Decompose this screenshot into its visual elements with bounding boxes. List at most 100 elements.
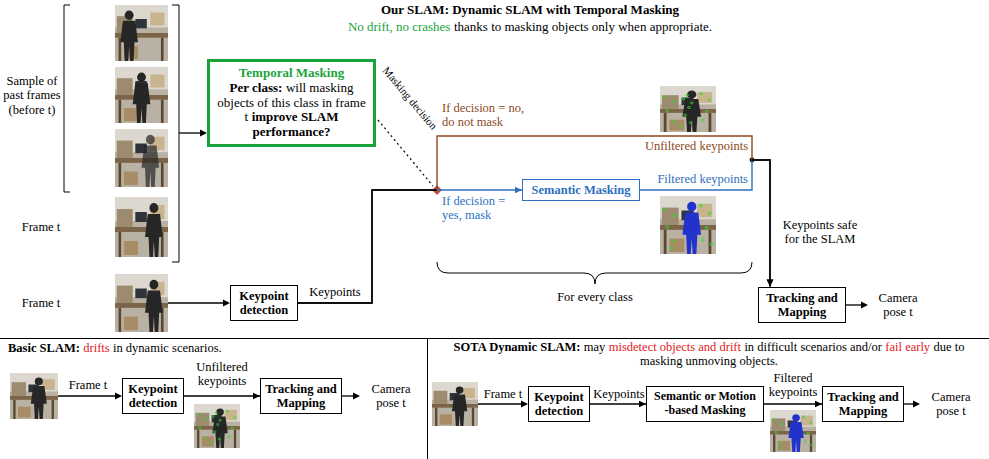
arrow-line: [168, 302, 224, 303]
person: [452, 386, 467, 426]
scene: [660, 86, 716, 132]
keypoints: [197, 410, 236, 443]
annotation-text: may: [584, 340, 606, 354]
arrow-head: [861, 302, 868, 309]
scene: [115, 5, 168, 61]
person: [145, 203, 163, 257]
video-frame: [115, 5, 168, 61]
bracket: [172, 5, 179, 262]
connector-line: [184, 395, 260, 396]
annotation-text: Basic SLAM:: [8, 341, 80, 355]
box-text: Keypoint detection: [127, 382, 179, 411]
arrow-head: [115, 393, 122, 400]
connector: [764, 401, 822, 408]
process-box: Semantic Masking: [522, 179, 640, 201]
video-frame: [115, 129, 168, 187]
person: [142, 135, 160, 187]
annotation-text: Frame t: [480, 387, 526, 401]
scene: [194, 404, 240, 448]
separator: [427, 338, 428, 459]
keypoints: [663, 93, 710, 127]
arrow-line: [846, 304, 862, 305]
box-body: Per class:will masking objects of this c…: [216, 81, 367, 141]
process-box: Tracking and Mapping: [758, 287, 846, 324]
connector: [590, 401, 646, 408]
annotation-text: in dynamic scenarios.: [113, 341, 222, 355]
scene: [10, 373, 58, 419]
mask: [682, 202, 701, 254]
annotation-text: Masking decision: [380, 64, 440, 132]
person: [682, 91, 701, 132]
edge-label: Unfiltered keypoints: [186, 360, 258, 389]
scene: [432, 382, 478, 426]
process-box: Keypoint detection: [528, 386, 590, 423]
box-text: Per class:: [230, 80, 283, 95]
connector-line: [590, 403, 646, 404]
scene: [115, 129, 168, 187]
connector-line: [298, 190, 437, 303]
person: [212, 408, 227, 448]
connector-line: [640, 160, 752, 190]
annotation-text: Frame t: [62, 378, 114, 392]
connector-line: [437, 189, 522, 190]
process-box: Tracking and Mapping: [822, 386, 904, 423]
brace: [437, 262, 752, 284]
keypoints: [663, 204, 712, 249]
arrow-head: [767, 280, 774, 287]
text-line: SOTA Dynamic SLAM:maymisdetect objects a…: [434, 340, 984, 369]
scene: [770, 410, 816, 452]
annotation-text: misdetect objects and drift: [609, 340, 741, 354]
connector-line: [298, 190, 437, 303]
scene: [115, 67, 168, 123]
connector: [640, 160, 773, 287]
box-text: Tracking and Mapping: [763, 291, 841, 320]
box-text: Keypoint detection: [235, 289, 293, 318]
box-text: Tracking and Mapping: [827, 390, 899, 419]
annotation-text: For every class: [540, 290, 650, 304]
annotation-text: No drift, no crashes: [348, 19, 451, 34]
process-box: Semantic or Motion -based Masking: [646, 386, 764, 422]
annotation-text: If decision = yes, mask: [442, 194, 520, 223]
connector: [298, 187, 522, 303]
process-box: Keypoint detection: [230, 285, 298, 322]
arrow-line: [179, 132, 201, 133]
annotation-text: Camera pose t: [362, 382, 420, 411]
box-text: Tracking and Mapping: [265, 382, 337, 411]
edge-label: Filtered keypoints: [766, 371, 820, 400]
person: [145, 280, 163, 332]
bracket: [64, 5, 70, 192]
annotation-text: SOTA Dynamic SLAM:: [454, 340, 581, 354]
diagram-title: Our SLAM: Dynamic SLAM with Temporal Mas…: [230, 3, 830, 18]
annotation-text: drifts: [83, 341, 109, 355]
process-box: Keypoint detection: [122, 378, 184, 415]
arrow-line: [342, 395, 354, 396]
arrow-head: [767, 280, 774, 287]
video-frame: [10, 373, 58, 419]
box-text: Semantic or Motion -based Masking: [651, 390, 759, 418]
scene: [660, 196, 716, 254]
connector: [184, 393, 260, 400]
mask: [788, 414, 803, 452]
connector-line: [764, 403, 822, 404]
annotation-text: fail early: [885, 340, 930, 354]
annotation-text: thanks to masking objects only when appr…: [454, 19, 712, 34]
video-frame: [660, 86, 716, 132]
annotation-text: Camera pose t: [922, 390, 980, 419]
arrow-head: [253, 393, 260, 400]
process-box: Tracking and Mapping: [260, 378, 342, 415]
arrow-line: [904, 403, 914, 404]
edge-label: Keypoints: [592, 387, 646, 401]
connector-line: [752, 160, 770, 287]
arrow-head: [353, 393, 360, 400]
edge-label: Filtered keypoints: [640, 172, 748, 186]
annotation-text: If decision = no, do not mask: [442, 101, 534, 130]
person: [120, 11, 138, 61]
person: [133, 73, 151, 123]
decision-box: Temporal MaskingPer class:will masking o…: [207, 59, 376, 148]
box-text: Keypoint detection: [533, 390, 585, 419]
arrow-head: [639, 401, 646, 408]
annotation-text: Keypoints: [302, 285, 368, 299]
text-line: No drift, no crashesthanks to masking ob…: [230, 20, 830, 35]
connector: [298, 136, 773, 303]
